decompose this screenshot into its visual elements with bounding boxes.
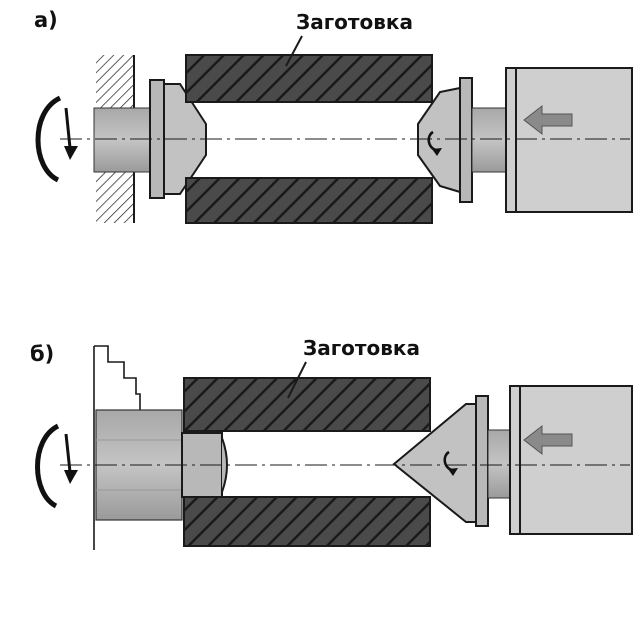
workpiece-bottom-wall-b xyxy=(183,496,431,547)
panel-b xyxy=(35,345,633,550)
tailstock-body xyxy=(505,67,633,213)
workpiece-bottom-wall xyxy=(185,177,433,224)
feed-arrow-icon xyxy=(523,424,573,456)
rotation-arrow-icon xyxy=(35,423,78,509)
spindle xyxy=(93,107,155,173)
tailstock-body-b xyxy=(509,385,633,535)
panel-a-label: а) xyxy=(34,8,58,32)
label-leader-b xyxy=(287,361,307,399)
right-center-flange xyxy=(459,77,473,203)
workpiece-label-a: Заготовка xyxy=(296,10,413,34)
feed-arrow-icon xyxy=(523,104,573,136)
panel-b-label: б) xyxy=(30,342,55,366)
label-leader-a xyxy=(285,35,303,67)
rotation-arrow-icon xyxy=(35,95,78,183)
panel-a xyxy=(35,35,633,224)
center-rotation-icon xyxy=(427,130,442,156)
tailstock-quill xyxy=(471,107,507,173)
center-rotation-icon xyxy=(443,450,458,476)
right-center-flange-b xyxy=(475,395,489,527)
tailstock-quill-b xyxy=(487,429,511,499)
workpiece-label-b: Заготовка xyxy=(303,336,420,360)
workpiece-top-wall xyxy=(185,54,433,103)
right-center-cone xyxy=(417,86,461,194)
workpiece-top-wall-b xyxy=(183,377,431,432)
chuck-jaw-profile xyxy=(93,345,141,550)
